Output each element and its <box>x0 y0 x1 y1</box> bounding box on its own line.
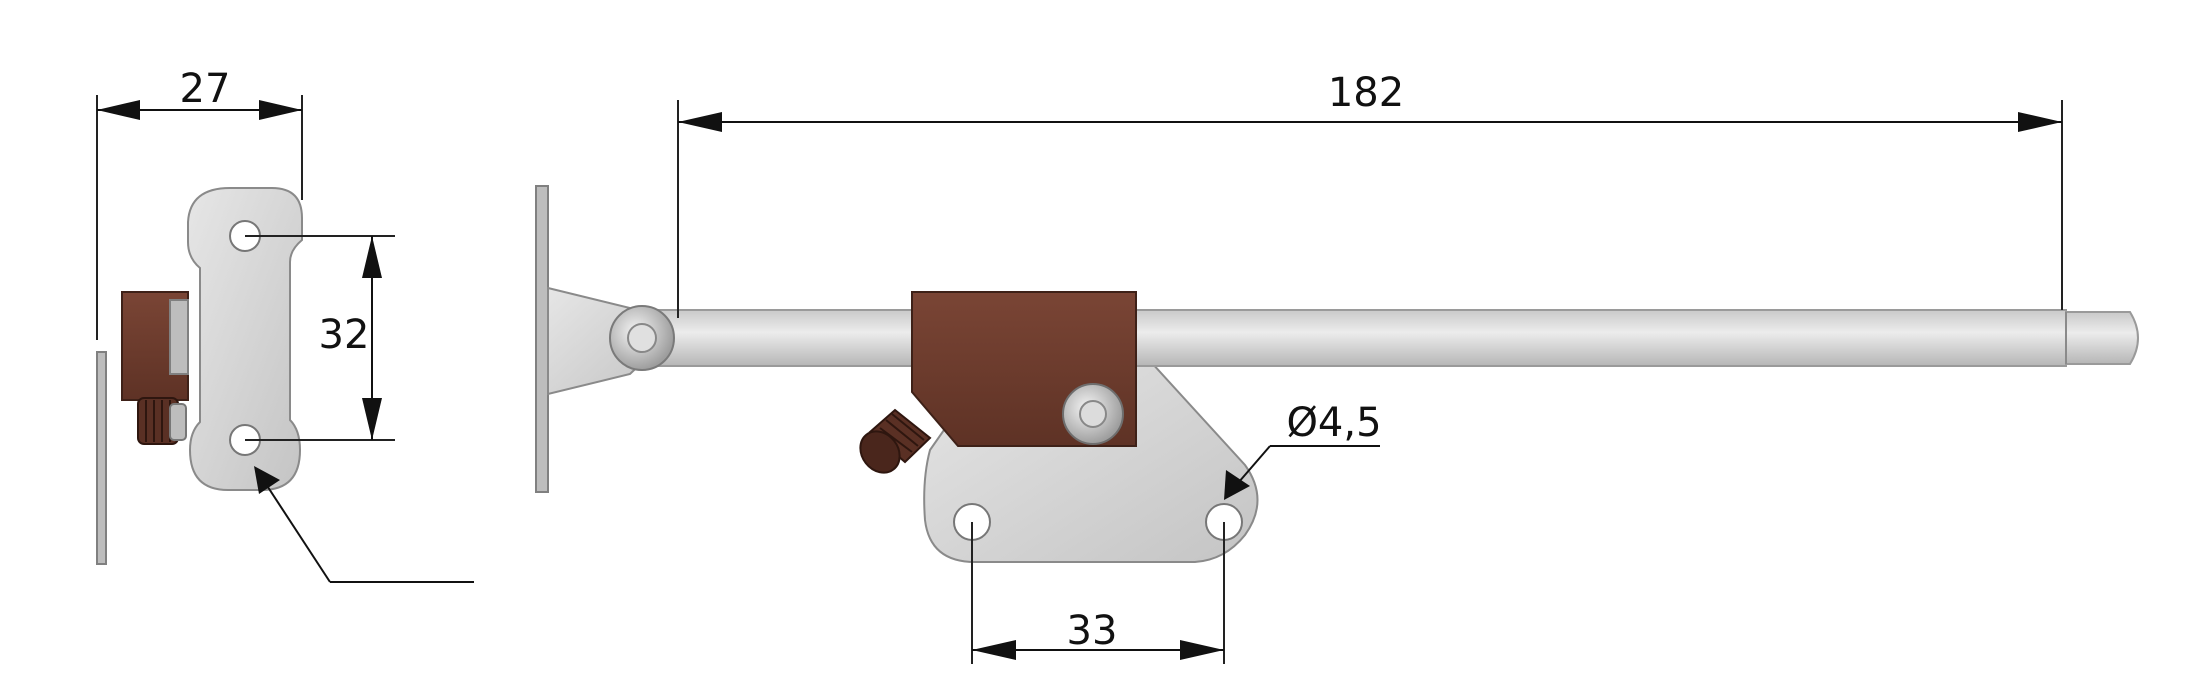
dimension-hole-diameter: Ø4,5 <box>1224 400 1382 500</box>
dim-hole-spacing-side-label: 32 <box>319 312 370 358</box>
side-leader <box>254 466 474 583</box>
dim-overall-length-label: 182 <box>1328 70 1404 116</box>
dimension-overall-length: 182 <box>677 70 2063 318</box>
front-knob <box>859 408 932 474</box>
side-main-plate <box>187 187 303 491</box>
dimension-hole-spacing-side: 32 <box>245 235 395 441</box>
rod-end <box>2065 311 2139 365</box>
dim-hole-diameter-label: Ø4,5 <box>1286 400 1381 446</box>
dimension-width-side: 27 <box>96 66 303 340</box>
side-mount-plate <box>96 351 107 565</box>
stay-rod <box>655 309 2067 367</box>
front-view <box>535 185 2139 563</box>
side-bracket <box>169 299 189 375</box>
side-view <box>96 187 303 565</box>
dimension-hole-spacing-base: 33 <box>971 522 1225 664</box>
dim-width-side-label: 27 <box>180 66 231 112</box>
dim-hole-spacing-base-label: 33 <box>1067 608 1118 654</box>
side-knob <box>137 397 187 445</box>
front-wall-plate <box>535 185 549 493</box>
